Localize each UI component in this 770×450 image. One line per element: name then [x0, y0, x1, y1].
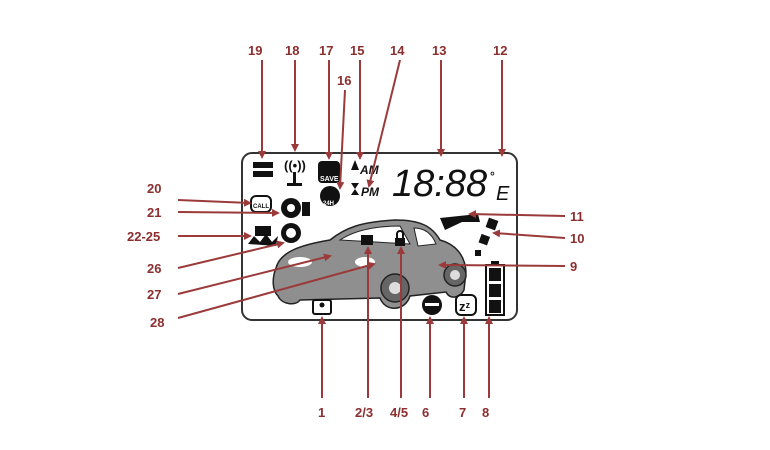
range-dots-icon	[475, 217, 499, 256]
pm-indicator: PM	[361, 185, 380, 199]
callout-17: 17	[319, 43, 333, 58]
callout-4-5: 4/5	[390, 405, 408, 420]
callout-13: 13	[432, 43, 446, 58]
fan-icon	[281, 198, 310, 218]
callout-6: 6	[422, 405, 429, 420]
save-label: SAVE	[320, 176, 339, 183]
callout-8: 8	[482, 405, 489, 420]
hourglass-icon	[351, 183, 359, 195]
callout-20: 20	[147, 181, 161, 196]
signal-strength-icon	[253, 162, 273, 177]
engine-shock-icon	[248, 226, 278, 246]
callout-10: 10	[570, 231, 584, 246]
call-icon: CALL	[250, 195, 272, 213]
sleep-icon: zᶻ	[455, 294, 477, 316]
callout-18: 18	[285, 43, 299, 58]
callout-1: 1	[318, 405, 325, 420]
callout-16: 16	[337, 73, 351, 88]
callout-7: 7	[459, 405, 466, 420]
steering-wheel-icon	[281, 223, 301, 243]
time-display: 18:88	[392, 163, 487, 205]
turbo-icon	[422, 295, 442, 315]
callout-11: 11	[570, 209, 584, 224]
call-label: CALL	[253, 204, 269, 210]
am-indicator: AM	[359, 163, 380, 177]
battery-icon	[485, 261, 505, 316]
callout-26: 26	[147, 261, 161, 276]
callout-19: 19	[248, 43, 262, 58]
degree-symbol: °	[490, 169, 495, 183]
unit-indicator: E	[496, 183, 510, 205]
antenna-icon: ((•))	[284, 158, 306, 186]
callout-14: 14	[390, 43, 405, 58]
siren-icon	[361, 235, 373, 245]
svg-text:zᶻ: zᶻ	[459, 299, 471, 314]
bell-icon	[351, 160, 359, 170]
svg-text:((•)): ((•))	[284, 158, 306, 173]
save-icon: SAVE	[318, 161, 340, 183]
callout-28: 28	[150, 315, 164, 330]
lock-icon	[395, 230, 405, 246]
callout-2-3: 2/3	[355, 405, 373, 420]
callout-15: 15	[350, 43, 364, 58]
clock-24h-icon: 24H	[320, 186, 340, 207]
callout-21: 21	[147, 205, 161, 220]
callout-27: 27	[147, 287, 161, 302]
callout-arrows	[177, 59, 566, 398]
h24-label: 24H	[323, 201, 334, 207]
callout-12: 12	[493, 43, 507, 58]
callout-9: 9	[570, 259, 577, 274]
valet-icon	[312, 299, 332, 315]
callout-22-25: 22-25	[127, 229, 160, 244]
